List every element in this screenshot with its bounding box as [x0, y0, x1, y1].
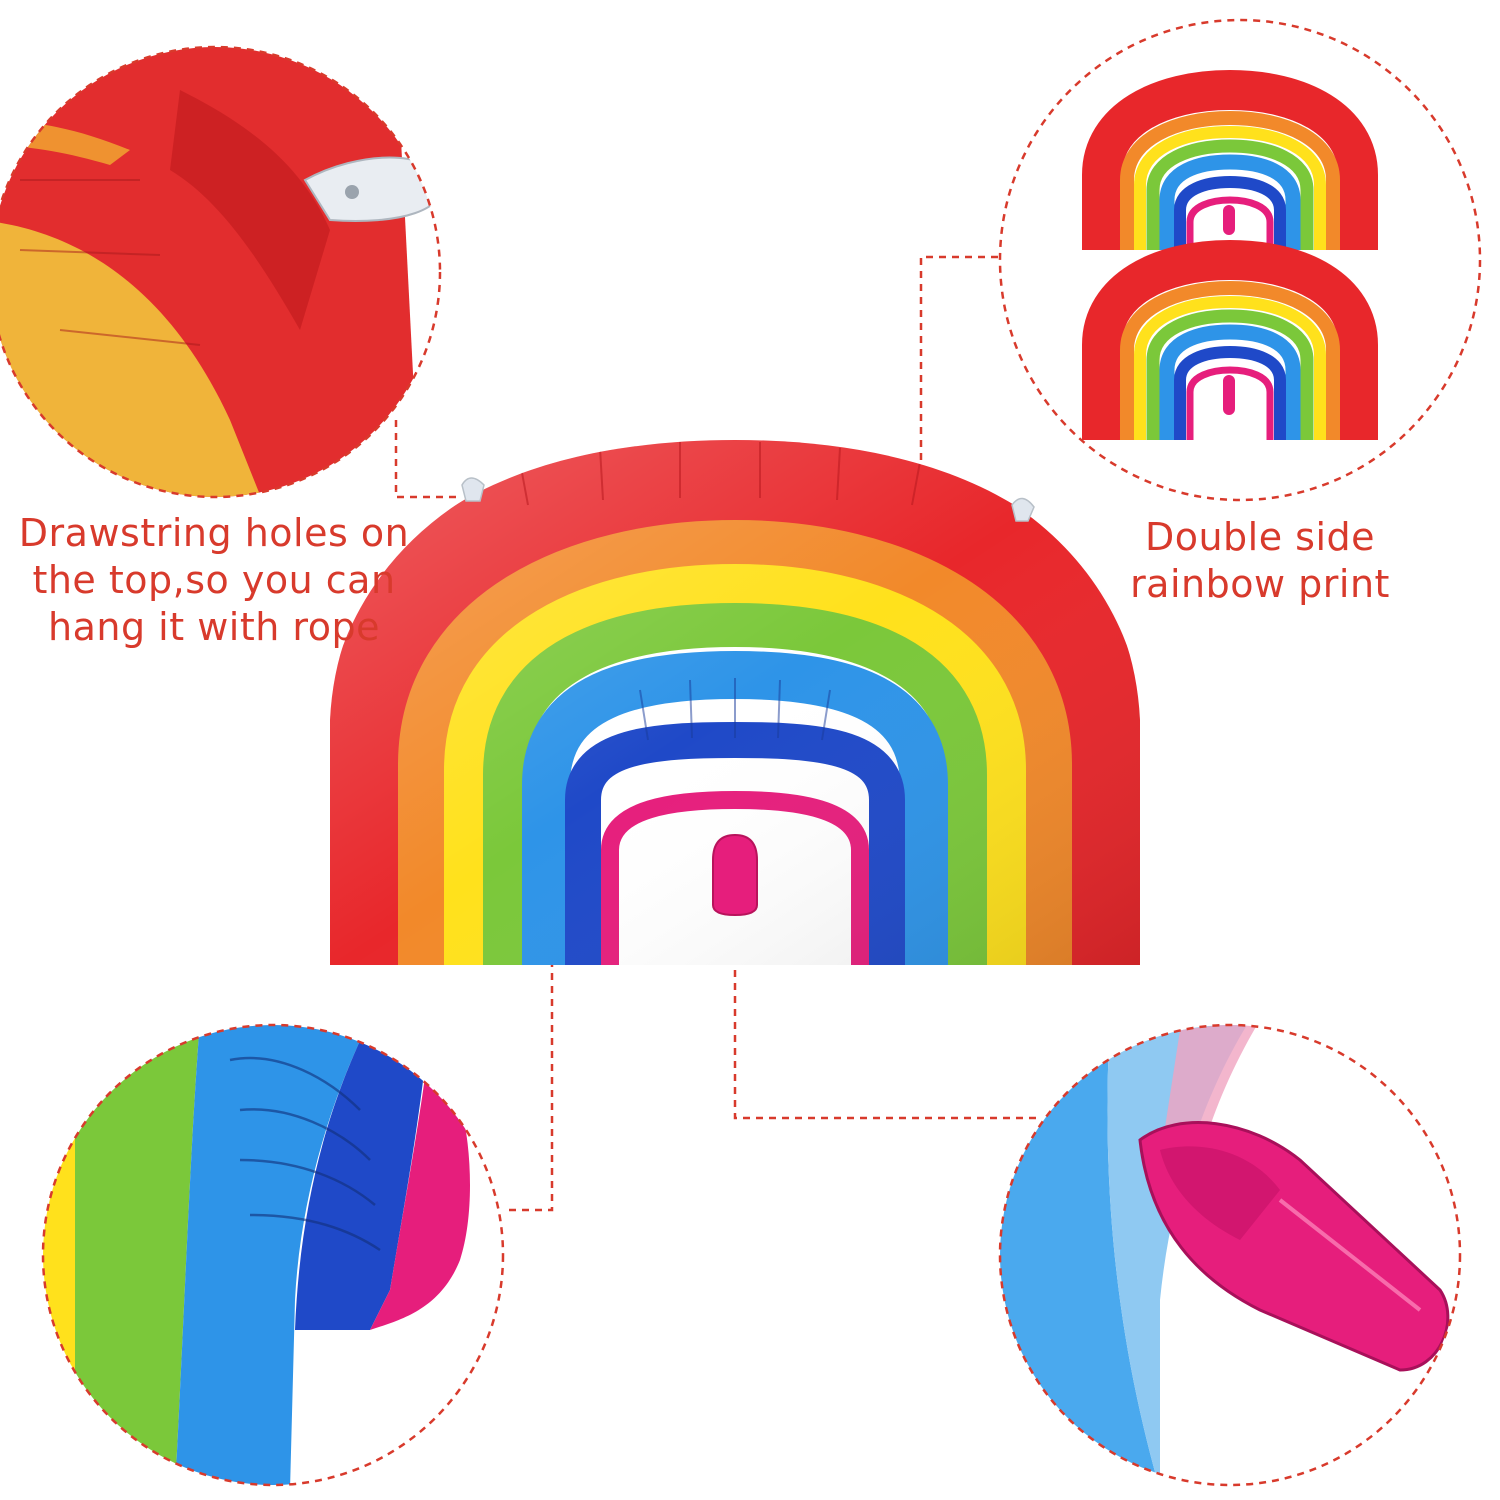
main-rainbow-balloon: [330, 440, 1140, 965]
caption-double-side-line-2: rainbow print: [1130, 562, 1390, 606]
caption-double-side-line-1: Double side: [1144, 515, 1376, 559]
caption-drawstring: Drawstring holes on the top,so you can h…: [8, 510, 420, 651]
connector-double-side: [919, 255, 998, 497]
caption-drawstring-line-1: Drawstring holes on: [18, 511, 410, 555]
connector-drawstring: [394, 420, 458, 499]
zoom-circle-seam: [41, 1023, 505, 1487]
zoom-circle-double-side: [998, 18, 1482, 502]
connector-lines: [394, 255, 1040, 1212]
caption-drawstring-line-3: hang it with rope: [48, 605, 380, 649]
connector-seam: [503, 960, 554, 1212]
zoom-circle-valve: [998, 1023, 1462, 1487]
connector-valve: [733, 905, 1040, 1120]
mini-rainbow-2: [1082, 239, 1378, 440]
mini-rainbow-1: [1082, 69, 1378, 250]
zoom-circle-drawstring: [0, 45, 442, 499]
caption-drawstring-line-2: the top,so you can: [32, 558, 396, 602]
caption-double-side: Double side rainbow print: [1110, 514, 1410, 608]
